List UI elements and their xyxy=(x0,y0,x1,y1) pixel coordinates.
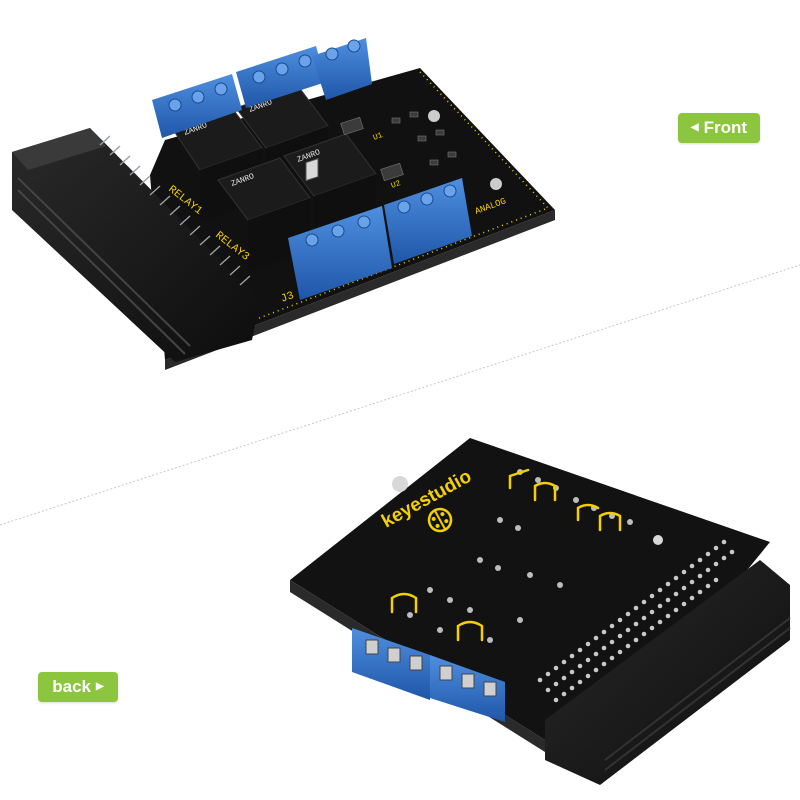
triangle-left-icon: ◀ xyxy=(690,122,699,133)
front-label-badge: ◀ Front xyxy=(678,113,760,143)
header-connector xyxy=(545,560,790,785)
ladybug-logo-icon xyxy=(427,507,453,533)
divider-line xyxy=(0,264,800,526)
back-label-badge: back ▶ xyxy=(38,672,118,702)
terminal-block xyxy=(430,655,505,722)
j3-label: J3 xyxy=(279,290,296,306)
terminal-block xyxy=(384,178,472,264)
u1-label: U1 xyxy=(372,131,384,143)
front-board: ZANRO ZANRO ZANRO ZANRO xyxy=(12,38,555,370)
back-board: keyestudio xyxy=(290,438,791,785)
triangle-right-icon: ▶ xyxy=(96,681,104,692)
u2-label: U2 xyxy=(390,179,402,191)
edge-connector xyxy=(12,128,260,362)
terminal-block xyxy=(152,74,242,138)
terminal-block xyxy=(352,628,430,700)
terminal-block xyxy=(236,46,326,108)
back-label-text: back xyxy=(52,677,92,696)
terminal-block xyxy=(312,38,372,100)
solder-pad-grid xyxy=(537,539,735,703)
front-label-text: Front xyxy=(703,118,748,137)
terminal-block xyxy=(288,158,392,300)
